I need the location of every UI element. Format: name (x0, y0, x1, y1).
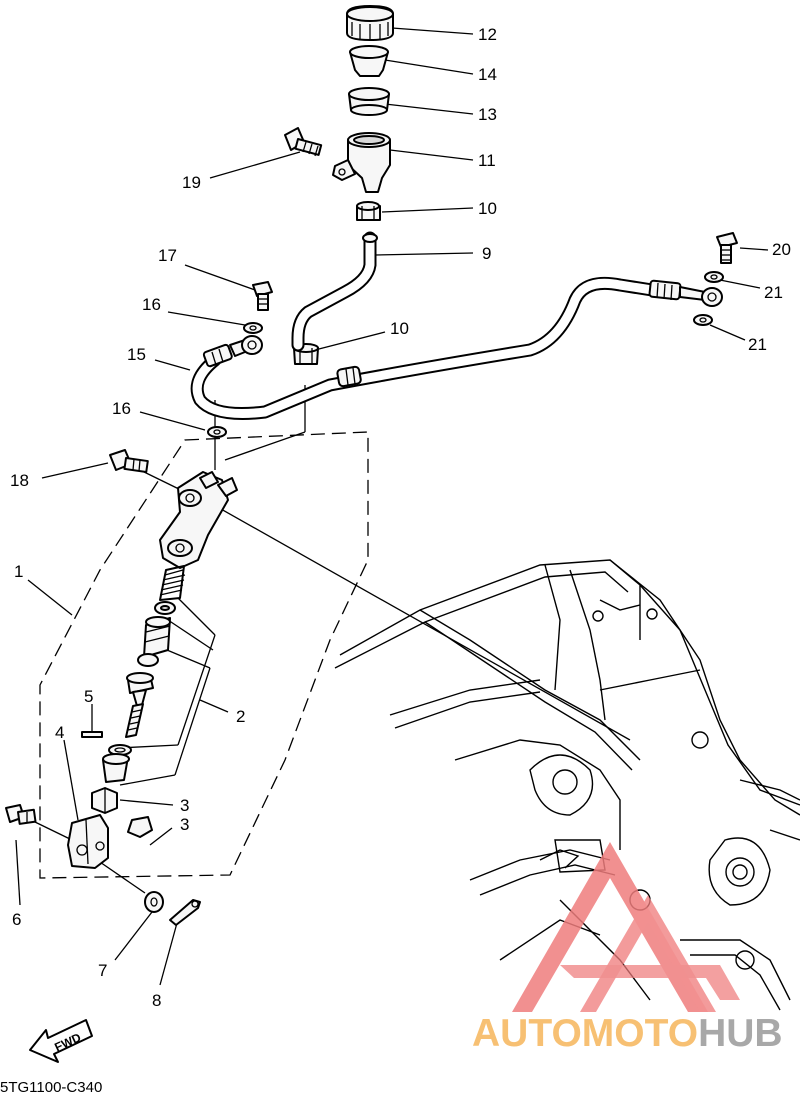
mounting-bolt (109, 449, 149, 473)
callout-20: 20 (772, 240, 791, 259)
callout-1: 1 (14, 562, 23, 581)
leader-lines (15, 27, 769, 986)
brake-hose (190, 276, 723, 420)
automotohub-logo: AUTOMOTOHUB (472, 842, 783, 1055)
push-rod-boot (126, 672, 154, 707)
cotter-pin (169, 899, 201, 926)
callout-8: 8 (152, 991, 161, 1010)
reservoir-hose (291, 231, 378, 352)
callout-11: 11 (478, 151, 496, 170)
callout-18: 18 (10, 471, 29, 490)
logo-word-primary: AUTOMOTO (472, 1012, 698, 1055)
callout-10-lower: 10 (390, 319, 409, 338)
svg-text:AUTOMOTOHUB: AUTOMOTOHUB (472, 1012, 783, 1055)
callout-21-lower: 21 (748, 335, 767, 354)
callout-3-lower: 3 (180, 815, 189, 834)
hose-clamp-upper (356, 201, 381, 221)
callout-15: 15 (127, 345, 146, 364)
callout-16-lower: 16 (112, 399, 131, 418)
callout-10-upper: 10 (478, 199, 497, 218)
reservoir-cap (346, 5, 394, 41)
union-bolt-caliper-end (716, 232, 738, 264)
callout-5: 5 (84, 687, 93, 706)
callout-4: 4 (55, 723, 64, 742)
callout-21-upper: 21 (764, 283, 783, 302)
diaphragm-plate (349, 45, 389, 77)
callout-9: 9 (482, 244, 491, 263)
piston-cup (154, 601, 176, 615)
callout-6: 6 (12, 910, 21, 929)
callout-2: 2 (236, 707, 245, 726)
lock-nut (91, 787, 118, 814)
piston (143, 616, 171, 658)
piston-seal (137, 653, 159, 667)
callout-19: 19 (182, 173, 201, 192)
diagram-code: 5TG1100-C340 (0, 1079, 102, 1095)
callout-16-upper: 16 (142, 295, 161, 314)
push-rod (125, 703, 144, 738)
union-bolt-upper (252, 281, 273, 311)
reservoir-bolt (284, 127, 323, 157)
callout-14: 14 (478, 65, 497, 84)
callout-17: 17 (158, 246, 177, 265)
master-cylinder-assembly-boundary (39, 431, 369, 879)
pin (81, 731, 103, 738)
fwd-arrow-icon: FWD (29, 1019, 93, 1063)
callout-3-upper: 3 (180, 796, 189, 815)
plain-washer (144, 891, 164, 913)
dust-boot (102, 753, 130, 783)
logo-word-secondary: HUB (698, 1012, 783, 1055)
clevis-bolt (5, 804, 37, 825)
adjust-nut (127, 816, 153, 838)
spring (159, 565, 186, 601)
master-cylinder-body (159, 471, 238, 569)
callout-7: 7 (98, 961, 107, 980)
callout-12: 12 (478, 25, 497, 44)
copper-washers (207, 271, 724, 438)
reservoir-tank (332, 132, 391, 193)
callout-13: 13 (478, 105, 497, 124)
clevis (67, 814, 109, 869)
callout-labels: 12 14 13 11 19 10 9 17 20 21 16 10 21 15… (10, 25, 791, 1010)
diaphragm (348, 87, 390, 116)
hose-clamp-lower (293, 343, 319, 365)
